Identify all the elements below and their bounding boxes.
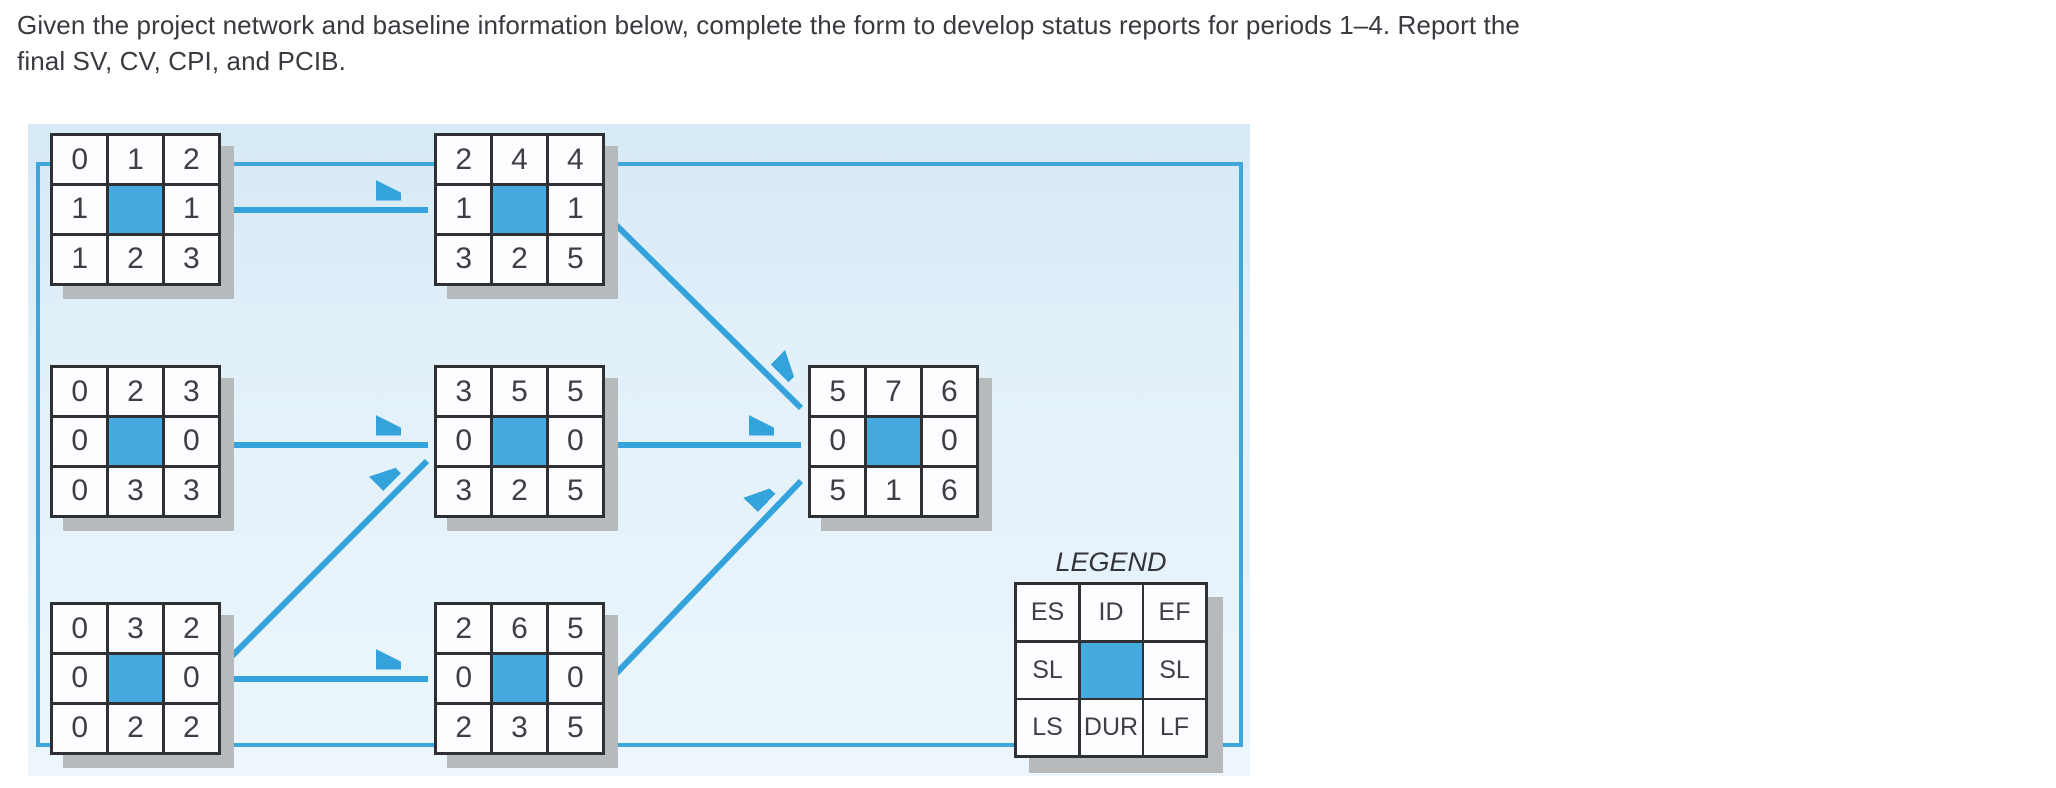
legend-es-cell: ES <box>1017 585 1078 640</box>
id-cell: 7 <box>866 368 921 416</box>
ef-cell: 3 <box>164 368 218 416</box>
es-cell: 0 <box>53 605 107 653</box>
legend-ef-cell: EF <box>1144 585 1205 640</box>
sl-left-cell: 0 <box>53 654 107 703</box>
ef-cell: 5 <box>548 605 602 653</box>
activity-fill-cell <box>108 654 163 703</box>
ef-cell: 5 <box>548 368 602 416</box>
legend-dur-cell: DUR <box>1080 700 1142 755</box>
id-cell: 5 <box>492 368 547 416</box>
activity-node-5: 3 5 5 0 0 3 2 5 <box>434 365 605 518</box>
ls-cell: 0 <box>53 467 107 515</box>
activity-fill-cell <box>866 417 921 466</box>
ef-cell: 4 <box>548 136 602 184</box>
sl-left-cell: 1 <box>437 185 491 234</box>
dur-cell: 2 <box>492 467 547 515</box>
sl-right-cell: 0 <box>548 654 602 703</box>
es-cell: 3 <box>437 368 491 416</box>
ls-cell: 3 <box>437 235 491 283</box>
id-cell: 3 <box>108 605 163 653</box>
lf-cell: 5 <box>548 467 602 515</box>
activity-node-2: 0 2 3 0 0 0 3 3 <box>50 365 221 518</box>
activity-fill-cell <box>492 654 547 703</box>
legend-lf-cell: LF <box>1144 700 1205 755</box>
activity-fill-cell <box>492 185 547 234</box>
lf-cell: 5 <box>548 704 602 752</box>
legend-ls-cell: LS <box>1017 700 1078 755</box>
ls-cell: 3 <box>437 467 491 515</box>
ls-cell: 1 <box>53 235 107 283</box>
activity-node-7: 5 7 6 0 0 5 1 6 <box>808 365 979 518</box>
sl-left-cell: 0 <box>437 417 491 466</box>
lf-cell: 3 <box>164 467 218 515</box>
legend-fill-cell <box>1080 642 1142 698</box>
ef-cell: 2 <box>164 605 218 653</box>
dur-cell: 1 <box>866 467 921 515</box>
ls-cell: 2 <box>437 704 491 752</box>
id-cell: 6 <box>492 605 547 653</box>
activity-node-1: 0 1 2 1 1 1 2 3 <box>50 133 221 286</box>
es-cell: 0 <box>53 136 107 184</box>
question-line-2: final SV, CV, CPI, and PCIB. <box>17 46 346 76</box>
sl-right-cell: 0 <box>164 654 218 703</box>
es-cell: 0 <box>53 368 107 416</box>
sl-right-cell: 1 <box>164 185 218 234</box>
lf-cell: 2 <box>164 704 218 752</box>
id-cell: 1 <box>108 136 163 184</box>
lf-cell: 6 <box>922 467 976 515</box>
dur-cell: 2 <box>108 235 163 283</box>
activity-fill-cell <box>492 417 547 466</box>
activity-node-6: 2 6 5 0 0 2 3 5 <box>434 602 605 755</box>
sl-right-cell: 0 <box>164 417 218 466</box>
ls-cell: 0 <box>53 704 107 752</box>
legend-node: ES ID EF SL SL LS DUR LF <box>1014 582 1208 758</box>
activity-node-4: 2 4 4 1 1 3 2 5 <box>434 133 605 286</box>
sl-right-cell: 0 <box>548 417 602 466</box>
sl-left-cell: 0 <box>437 654 491 703</box>
activity-fill-cell <box>108 417 163 466</box>
activity-fill-cell <box>108 185 163 234</box>
lf-cell: 5 <box>548 235 602 283</box>
ef-cell: 6 <box>922 368 976 416</box>
dur-cell: 2 <box>492 235 547 283</box>
es-cell: 5 <box>811 368 865 416</box>
question-text: Given the project network and baseline i… <box>17 7 1520 79</box>
es-cell: 2 <box>437 605 491 653</box>
es-cell: 2 <box>437 136 491 184</box>
sl-left-cell: 0 <box>53 417 107 466</box>
dur-cell: 3 <box>492 704 547 752</box>
sl-left-cell: 1 <box>53 185 107 234</box>
dur-cell: 3 <box>108 467 163 515</box>
legend-id-cell: ID <box>1080 585 1142 640</box>
ls-cell: 5 <box>811 467 865 515</box>
id-cell: 4 <box>492 136 547 184</box>
sl-right-cell: 1 <box>548 185 602 234</box>
id-cell: 2 <box>108 368 163 416</box>
sl-left-cell: 0 <box>811 417 865 466</box>
lf-cell: 3 <box>164 235 218 283</box>
dur-cell: 2 <box>108 704 163 752</box>
sl-right-cell: 0 <box>922 417 976 466</box>
question-line-1: Given the project network and baseline i… <box>17 10 1520 40</box>
legend-sl-left-cell: SL <box>1017 642 1078 698</box>
legend-sl-right-cell: SL <box>1144 642 1205 698</box>
ef-cell: 2 <box>164 136 218 184</box>
activity-node-3: 0 3 2 0 0 0 2 2 <box>50 602 221 755</box>
legend-heading: LEGEND <box>1055 547 1167 577</box>
